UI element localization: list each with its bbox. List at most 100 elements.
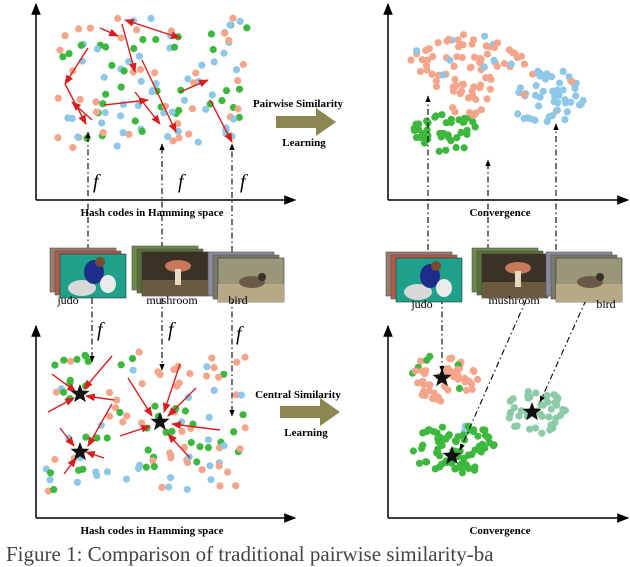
data-point: [447, 118, 455, 127]
data-point: [516, 84, 525, 92]
data-point: [439, 71, 447, 79]
data-point: [174, 120, 182, 128]
f-label: f: [93, 171, 101, 193]
data-point: [144, 446, 152, 454]
data-point: [119, 129, 127, 137]
data-point: [99, 100, 107, 108]
data-point: [230, 115, 238, 123]
data-point: [236, 445, 244, 453]
data-point: [241, 424, 249, 432]
data-point: [469, 36, 478, 44]
right-arrow-icon: [276, 108, 336, 136]
bird-body: [239, 276, 265, 288]
data-point: [193, 458, 201, 466]
data-point: [93, 471, 101, 479]
data-point: [469, 111, 477, 119]
data-point: [135, 348, 143, 356]
data-point: [455, 384, 464, 392]
data-point: [524, 392, 532, 400]
data-point: [417, 357, 425, 365]
data-point: [152, 35, 160, 44]
data-point: [419, 441, 427, 449]
data-point: [222, 87, 231, 95]
f-label: f: [178, 171, 186, 193]
data-point: [457, 128, 465, 137]
star-icon: [70, 442, 90, 461]
label-mushroom: mushroom: [488, 293, 540, 307]
data-point: [425, 387, 433, 395]
data-point: [559, 67, 567, 76]
data-point: [487, 75, 495, 84]
data-point: [561, 116, 569, 124]
data-point: [202, 105, 210, 113]
data-point: [98, 119, 106, 127]
data-point: [425, 381, 434, 389]
axis-label-top-left: Hash codes in Hamming space: [80, 207, 223, 219]
data-point: [56, 46, 64, 54]
data-point: [175, 134, 183, 142]
data-point: [204, 436, 212, 444]
mushroom-cap: [165, 260, 191, 272]
scatter-bottom-left: [42, 348, 249, 495]
data-point: [168, 108, 176, 116]
data-point: [452, 143, 460, 152]
data-point: [232, 482, 240, 490]
data-point: [409, 447, 417, 455]
data-point: [532, 82, 540, 90]
data-point: [429, 52, 437, 61]
data-point: [73, 355, 81, 363]
data-point: [60, 388, 68, 396]
data-point: [511, 49, 519, 57]
data-point: [184, 75, 192, 83]
pairwise-arrows: [64, 19, 233, 143]
data-point: [226, 21, 234, 29]
data-point: [138, 380, 146, 388]
data-point: [432, 82, 441, 91]
data-point: [203, 363, 211, 371]
data-point: [113, 142, 121, 150]
data-point: [458, 54, 466, 62]
data-point: [539, 401, 548, 409]
data-point: [129, 68, 137, 76]
data-point: [76, 95, 84, 104]
data-point: [151, 69, 159, 77]
data-point: [556, 411, 565, 420]
data-point: [435, 147, 443, 155]
star-icon: [70, 384, 90, 403]
data-point: [514, 110, 522, 118]
data-point: [215, 373, 223, 381]
data-point: [180, 96, 188, 104]
data-point: [117, 34, 125, 42]
data-point: [423, 356, 431, 364]
data-point: [451, 75, 459, 84]
data-point: [551, 418, 559, 427]
data-point: [136, 65, 145, 73]
data-point: [215, 462, 223, 470]
mushroom-ground: [142, 280, 208, 296]
data-point: [534, 67, 542, 75]
data-point: [235, 113, 243, 121]
data-point: [117, 83, 125, 91]
data-point: [150, 463, 158, 471]
data-point: [463, 130, 471, 138]
bird-body: [577, 276, 603, 288]
central-label: Central Similarity: [255, 389, 341, 401]
data-point: [208, 91, 216, 99]
data-point: [186, 370, 194, 378]
data-point: [234, 105, 242, 113]
data-point: [103, 434, 111, 442]
axis-label-top-right: Convergence: [469, 207, 530, 219]
clusters-top-right: [407, 31, 587, 155]
data-point: [198, 61, 206, 69]
data-point: [120, 67, 128, 75]
data-point: [411, 367, 419, 375]
data-point: [129, 366, 137, 374]
data-point: [77, 41, 85, 49]
data-point: [198, 466, 206, 474]
data-point: [68, 114, 76, 123]
data-point: [225, 36, 233, 45]
data-point: [156, 371, 164, 379]
data-point: [233, 358, 241, 366]
data-point: [60, 356, 68, 364]
